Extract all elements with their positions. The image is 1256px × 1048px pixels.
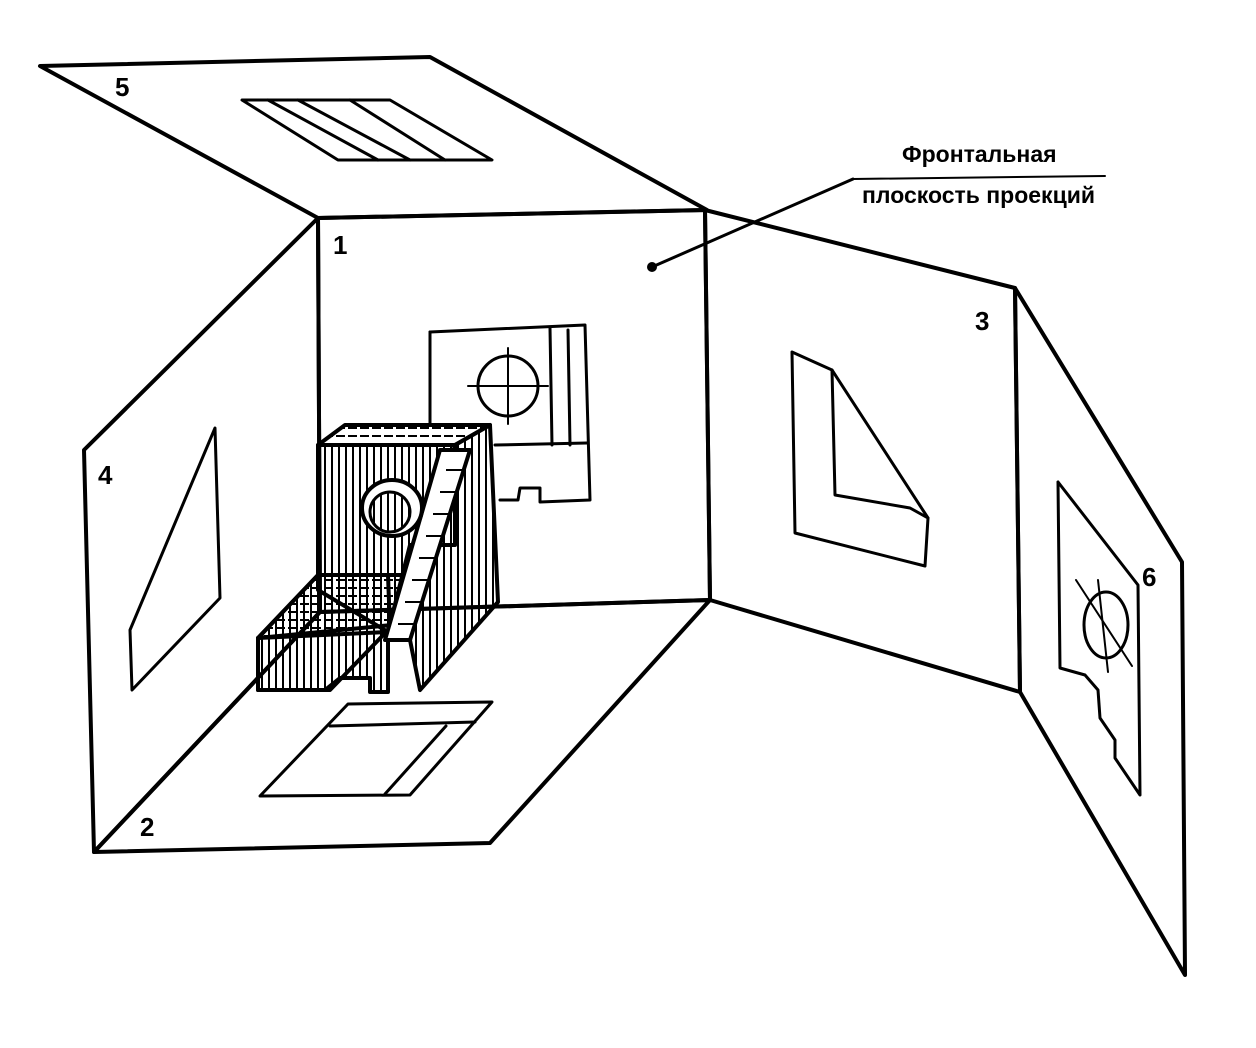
plane-label-4: 4 <box>98 460 113 490</box>
solid-part <box>256 423 500 694</box>
left-view-projection <box>128 426 222 692</box>
callout-line-2: плоскость проекций <box>862 182 1095 208</box>
plane-label-3: 3 <box>975 306 989 336</box>
callout: Фронтальная плоскость проекций <box>647 141 1106 272</box>
leader-dot <box>647 262 657 272</box>
right-view-projection <box>790 350 930 568</box>
plane-label-2: 2 <box>140 812 154 842</box>
plane-label-1: 1 <box>333 230 347 260</box>
callout-underline <box>852 175 1106 180</box>
plane-label-5: 5 <box>115 72 129 102</box>
front-view-projection <box>428 323 592 504</box>
plane-3-right <box>703 208 1022 694</box>
callout-line-1: Фронтальная <box>902 141 1057 167</box>
plane-label-6: 6 <box>1142 562 1156 592</box>
plane-6-flap <box>1013 286 1187 977</box>
leader-line <box>650 177 855 269</box>
floor-view-projection <box>258 700 494 798</box>
top-view-projection <box>240 98 494 162</box>
plane-2-floor <box>92 598 712 854</box>
side-view-projection <box>1056 480 1142 797</box>
plane-4-left <box>82 216 322 854</box>
plane-5-top <box>38 55 709 220</box>
